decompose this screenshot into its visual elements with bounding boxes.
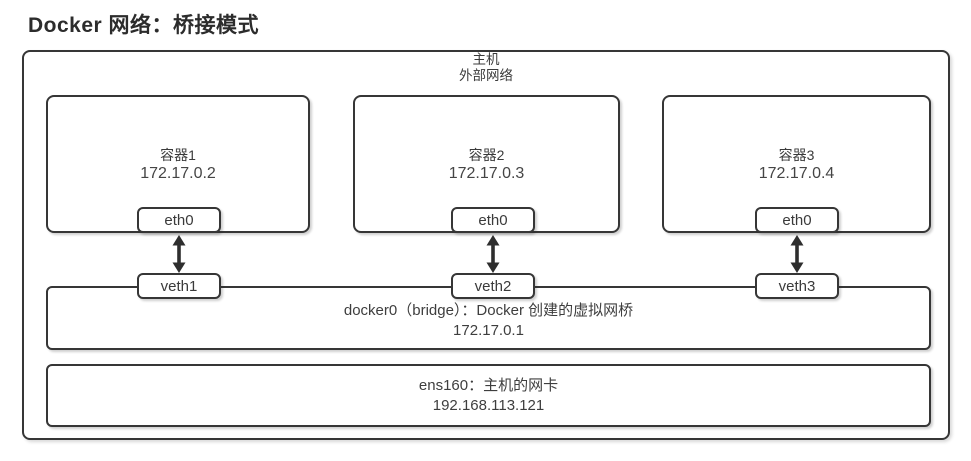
host-label: 主机 外部网络 bbox=[22, 52, 950, 84]
container-1-ip: 172.17.0.2 bbox=[140, 164, 216, 182]
host-label-line2: 外部网络 bbox=[459, 68, 513, 83]
veth3-port: veth3 bbox=[755, 273, 839, 299]
container-3-box: 容器3 172.17.0.4 bbox=[662, 95, 931, 233]
container-3-name: 容器3 bbox=[778, 146, 815, 163]
double-arrow-icon-3 bbox=[790, 235, 804, 273]
container-2-text: 容器2 172.17.0.3 bbox=[355, 97, 618, 231]
host-label-line1: 主机 bbox=[472, 52, 500, 67]
eth0-port-3: eth0 bbox=[755, 207, 839, 233]
container-1-text: 容器1 172.17.0.2 bbox=[48, 97, 308, 231]
container-1-name: 容器1 bbox=[160, 146, 196, 163]
host-boundary-box bbox=[22, 50, 950, 440]
veth1-port: veth1 bbox=[137, 273, 221, 299]
host-nic-box: ens160：主机的网卡 192.168.113.121 bbox=[46, 364, 931, 427]
bridge-label: docker0（bridge）：Docker 创建的虚拟网桥 bbox=[343, 302, 634, 319]
veth2-port: veth2 bbox=[451, 273, 535, 299]
eth0-port-1: eth0 bbox=[137, 207, 221, 233]
container-2-name: 容器2 bbox=[468, 146, 505, 163]
container-2-ip: 172.17.0.3 bbox=[448, 164, 525, 182]
page-title: Docker 网络：桥接模式 bbox=[28, 14, 260, 37]
nic-ip: 192.168.113.121 bbox=[432, 396, 545, 414]
eth0-port-2: eth0 bbox=[451, 207, 535, 233]
nic-label: ens160：主机的网卡 bbox=[418, 376, 559, 394]
container-3-text: 容器3 172.17.0.4 bbox=[664, 97, 929, 231]
bridge-ip: 172.17.0.1 bbox=[453, 322, 524, 339]
container-3-ip: 172.17.0.4 bbox=[758, 164, 835, 182]
double-arrow-icon-1 bbox=[172, 235, 186, 273]
double-arrow-icon-2 bbox=[486, 235, 500, 273]
